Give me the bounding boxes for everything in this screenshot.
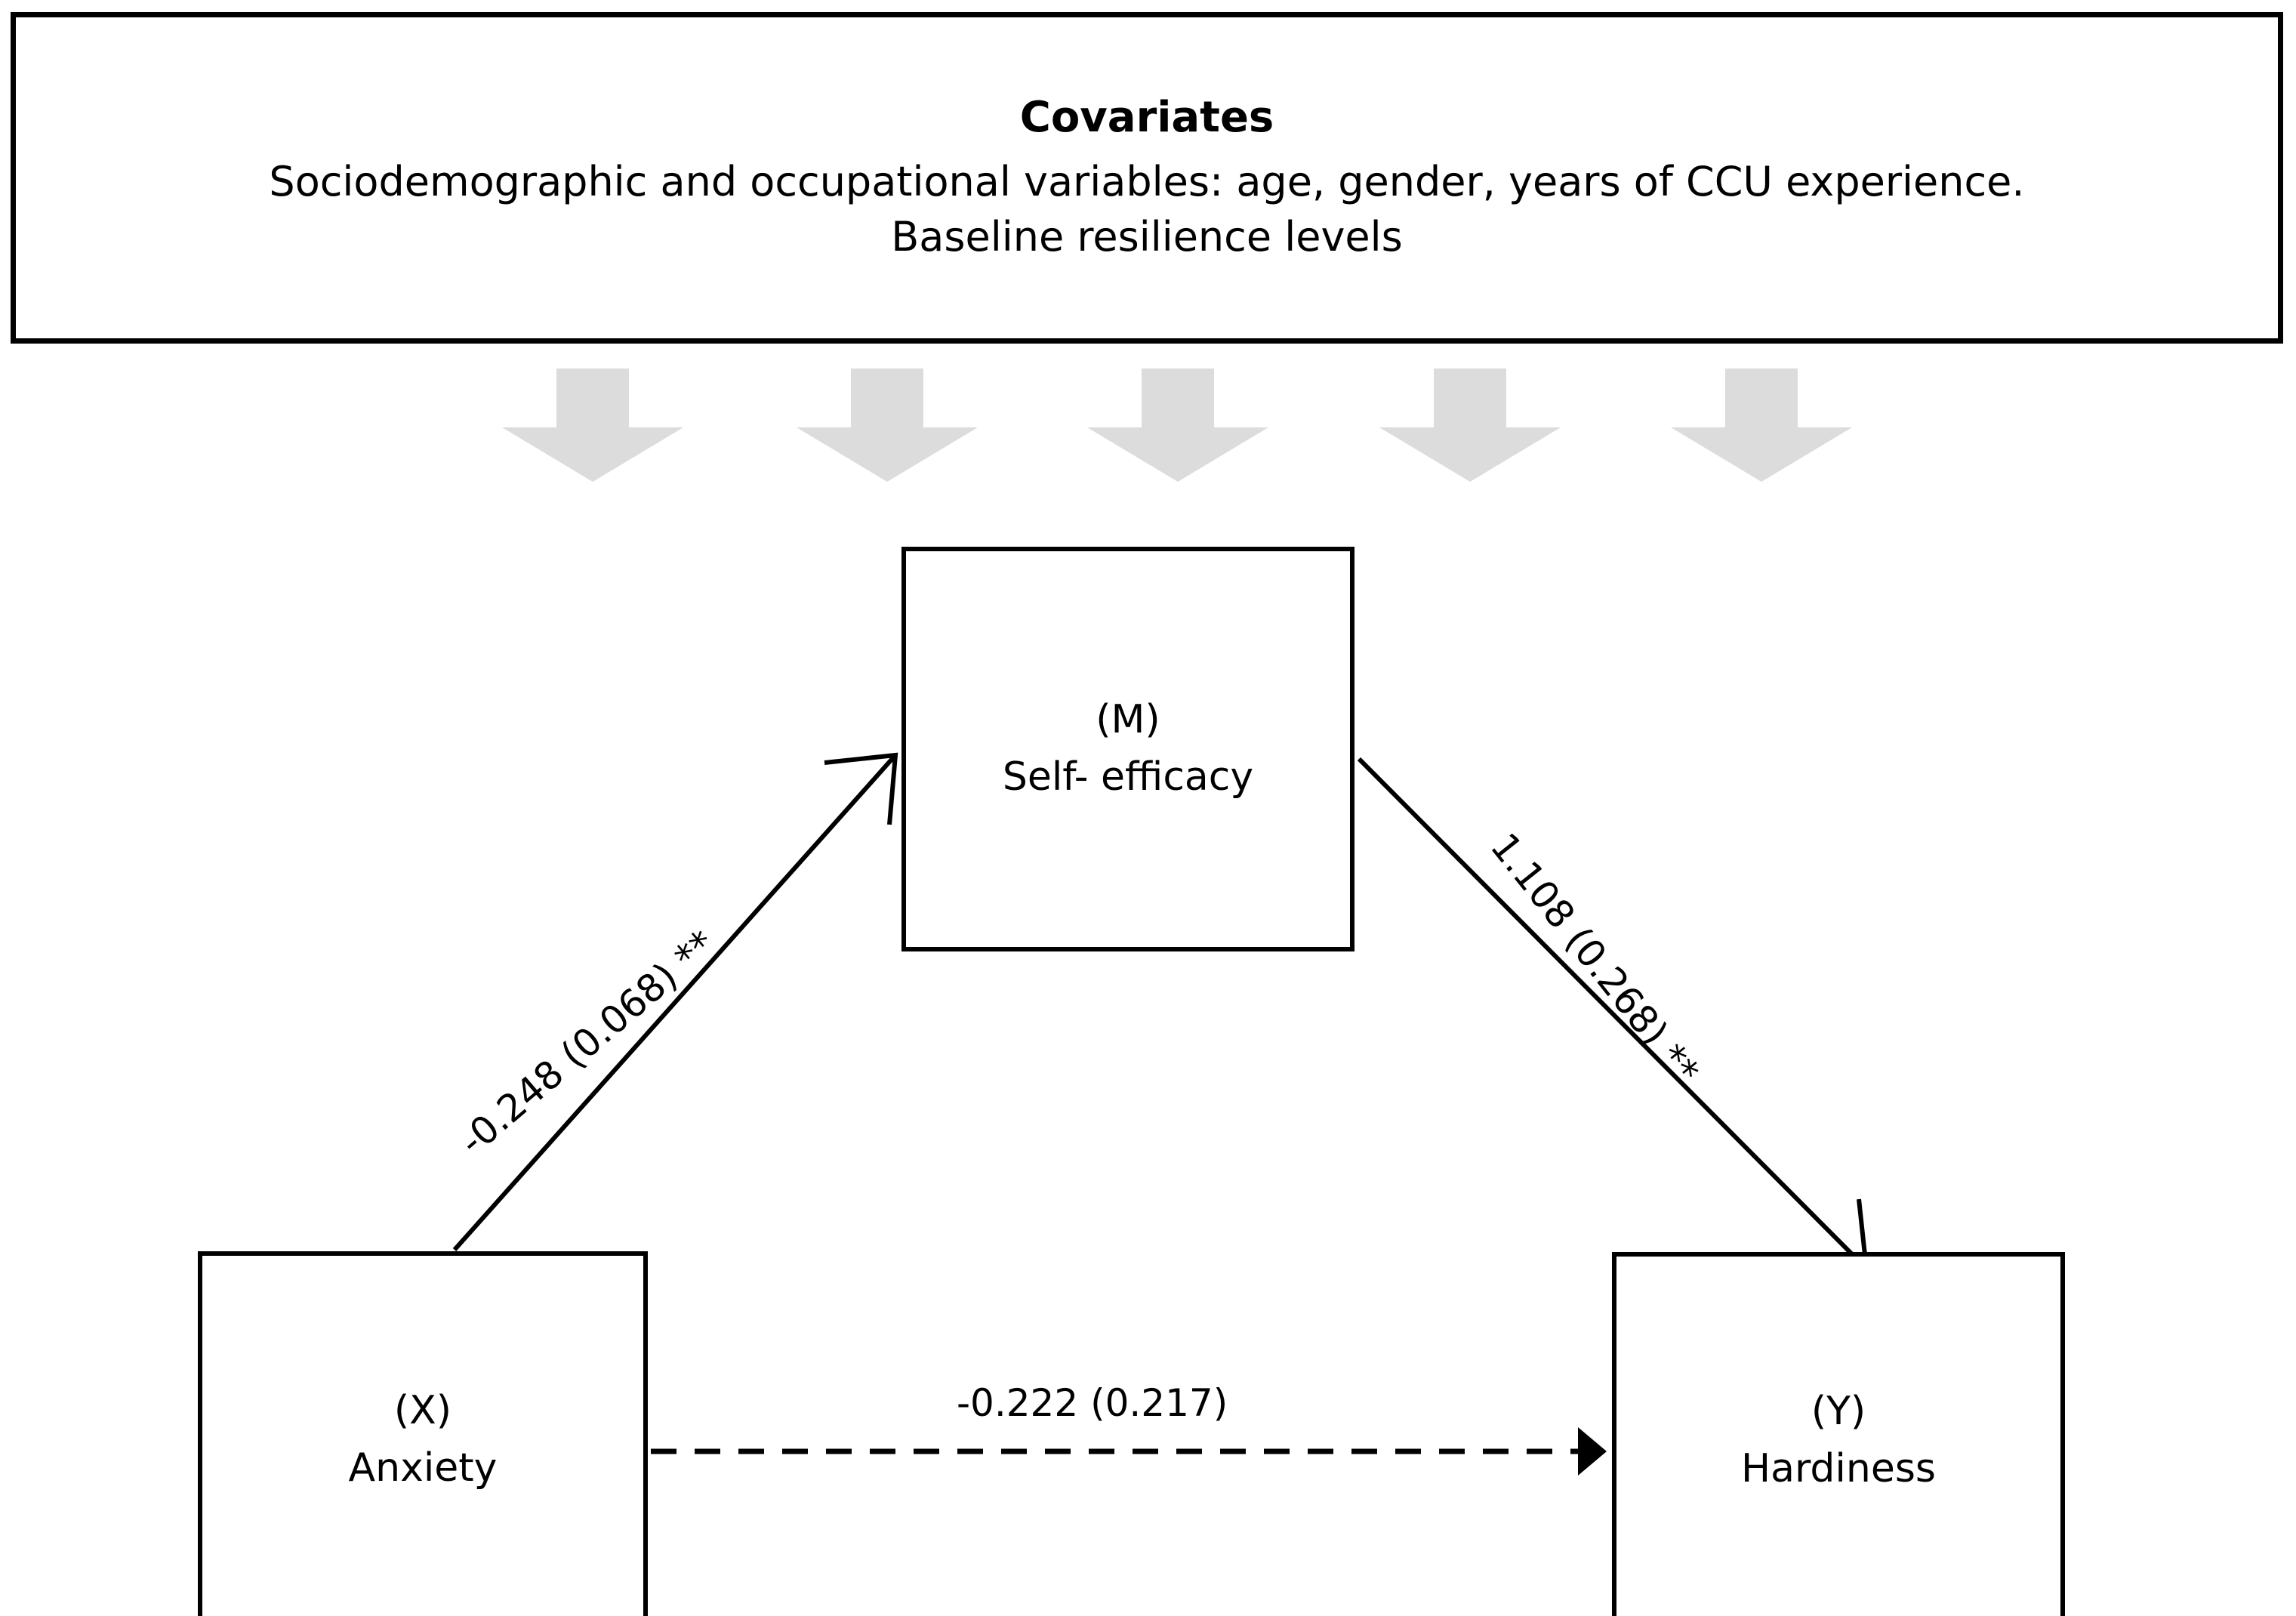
path-a-label: -0.248 (0.068) ** bbox=[451, 921, 724, 1164]
covariates-line-1: Sociodemographic and occupational variab… bbox=[269, 157, 2025, 205]
node-predictor-code: (X) bbox=[393, 1388, 452, 1434]
node-predictor-name: Anxiety bbox=[348, 1445, 498, 1491]
covariates-title: Covariates bbox=[1019, 92, 1274, 142]
path-a-line bbox=[452, 752, 898, 1251]
down-arrow-icon-3 bbox=[1087, 369, 1268, 482]
node-outcome-name: Hardiness bbox=[1740, 1446, 1937, 1491]
node-mediator-code: (M) bbox=[1096, 697, 1160, 743]
node-outcome-hardiness[interactable]: (Y) Hardiness bbox=[1612, 1252, 2065, 1616]
covariate-arrow-strip bbox=[0, 369, 2296, 482]
down-arrow-icon-2 bbox=[797, 369, 978, 482]
path-c-prime-line bbox=[651, 1427, 1607, 1476]
node-outcome-code: (Y) bbox=[1811, 1389, 1866, 1435]
node-predictor-anxiety[interactable]: (X) Anxiety bbox=[198, 1251, 648, 1616]
down-arrow-icon-1 bbox=[502, 369, 683, 482]
node-mediator-self-efficacy[interactable]: (M) Self- efficacy bbox=[901, 547, 1354, 951]
down-arrow-icon-5 bbox=[1671, 369, 1852, 482]
path-b-label: 1.108 (0.268) ** bbox=[1481, 825, 1708, 1093]
covariates-box: Covariates Sociodemographic and occupati… bbox=[11, 12, 2283, 344]
path-c-prime-label: -0.222 (0.217) bbox=[957, 1381, 1228, 1425]
node-mediator-name: Self- efficacy bbox=[1002, 754, 1254, 800]
down-arrow-icon-4 bbox=[1379, 369, 1561, 482]
covariates-line-2: Baseline resilience levels bbox=[891, 212, 1403, 261]
